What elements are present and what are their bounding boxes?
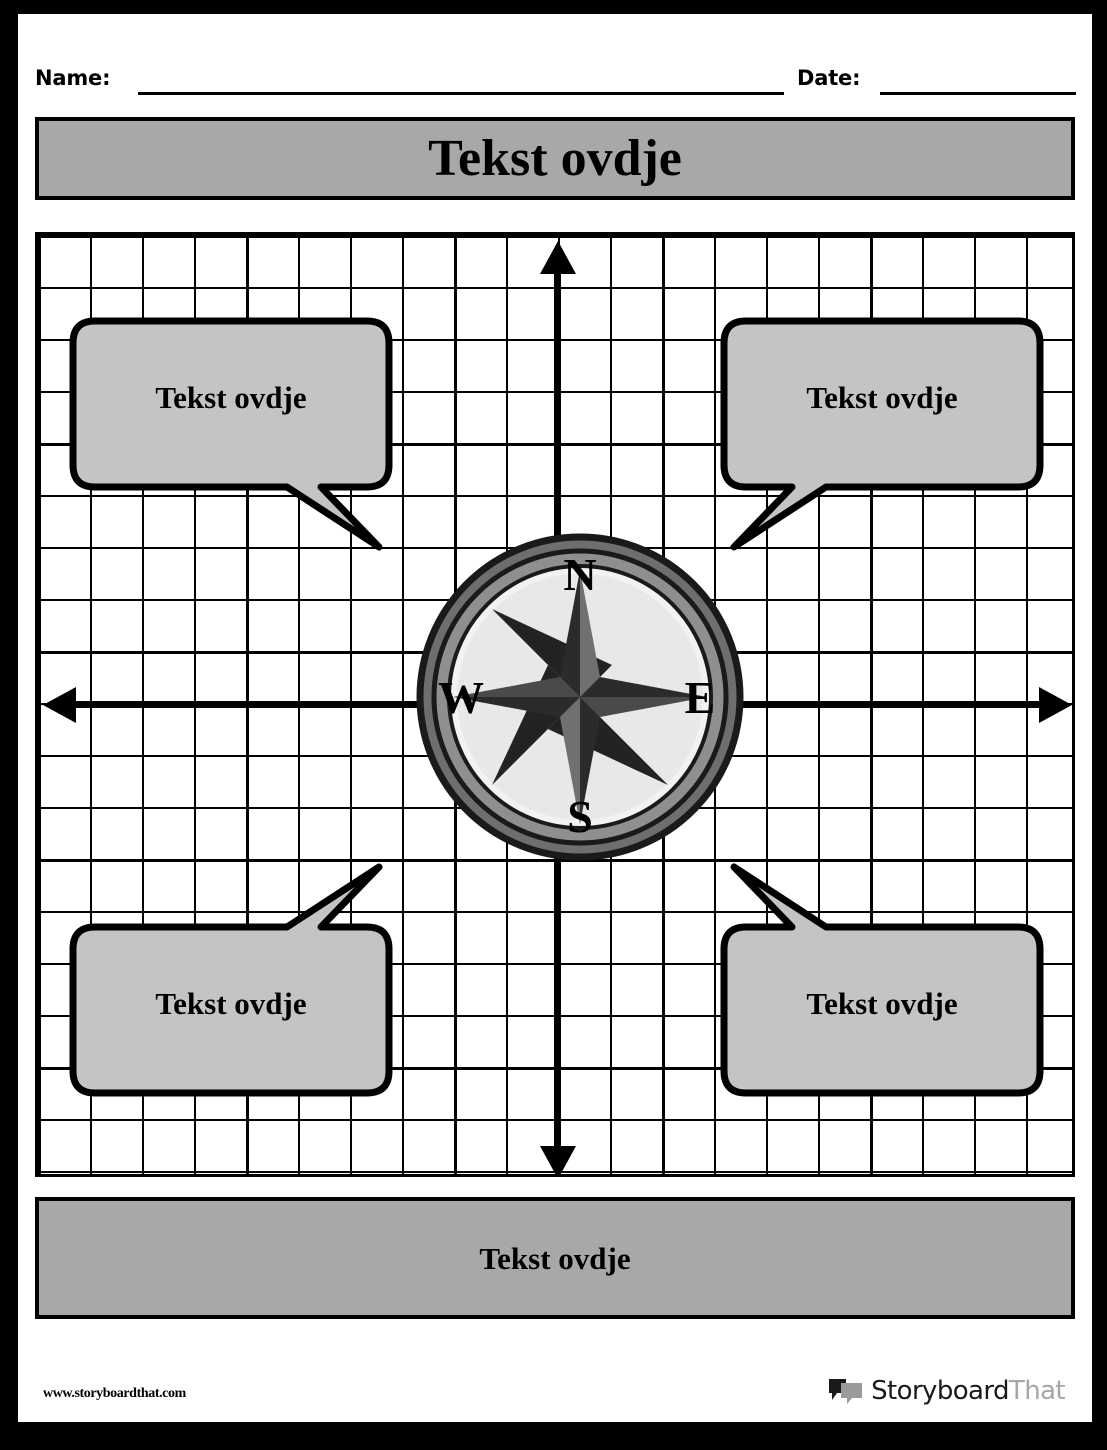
compass-label-north: N: [563, 549, 596, 600]
arrow-right-icon: [1039, 687, 1072, 723]
speech-bubble-bottom-left[interactable]: Tekst ovdje: [69, 863, 393, 1097]
name-date-row: Name: Date:: [35, 60, 1076, 102]
compass-rose-major-points: [453, 570, 707, 824]
speech-bubbles-logo-icon: [829, 1379, 863, 1404]
speech-bubble-top-right[interactable]: Tekst ovdje: [720, 317, 1044, 551]
bottom-banner-text: Tekst ovdje: [479, 1240, 631, 1276]
arrow-left-icon: [43, 687, 76, 723]
arrow-up-icon: [540, 241, 576, 274]
speech-bubble-top-left[interactable]: Tekst ovdje: [69, 317, 393, 551]
compass-label-east: E: [685, 672, 716, 723]
speech-bubble-bottom-right[interactable]: Tekst ovdje: [720, 863, 1044, 1097]
title-banner[interactable]: Tekst ovdje: [35, 117, 1075, 200]
storyboardthat-logo: StoryboardThat: [828, 1376, 1066, 1406]
logo-word-storyboard: Storyboard: [871, 1376, 1009, 1406]
date-input-line[interactable]: [880, 92, 1076, 95]
title-banner-text: Tekst ovdje: [428, 129, 682, 187]
bottom-banner[interactable]: Tekst ovdje: [35, 1197, 1075, 1319]
footer-url[interactable]: www.storyboardthat.com: [43, 1386, 186, 1401]
logo-wordmark: StoryboardThat: [871, 1376, 1065, 1406]
arrow-down-icon: [540, 1146, 576, 1174]
name-input-line[interactable]: [138, 92, 784, 95]
footer: www.storyboardthat.com StoryboardThat: [35, 1374, 1075, 1418]
compass-label-west: W: [438, 672, 484, 723]
worksheet-page: Name: Date: Tekst ovdje Tekst ovdje: [18, 14, 1092, 1422]
date-label: Date:: [797, 66, 861, 90]
logo-word-that: That: [1008, 1376, 1066, 1406]
name-label: Name:: [35, 66, 111, 90]
compass-rose: N E S W: [415, 532, 745, 862]
compass-label-south: S: [567, 791, 593, 842]
grid-work-area: Tekst ovdje Tekst ovdje Tekst ovdje: [35, 232, 1075, 1177]
